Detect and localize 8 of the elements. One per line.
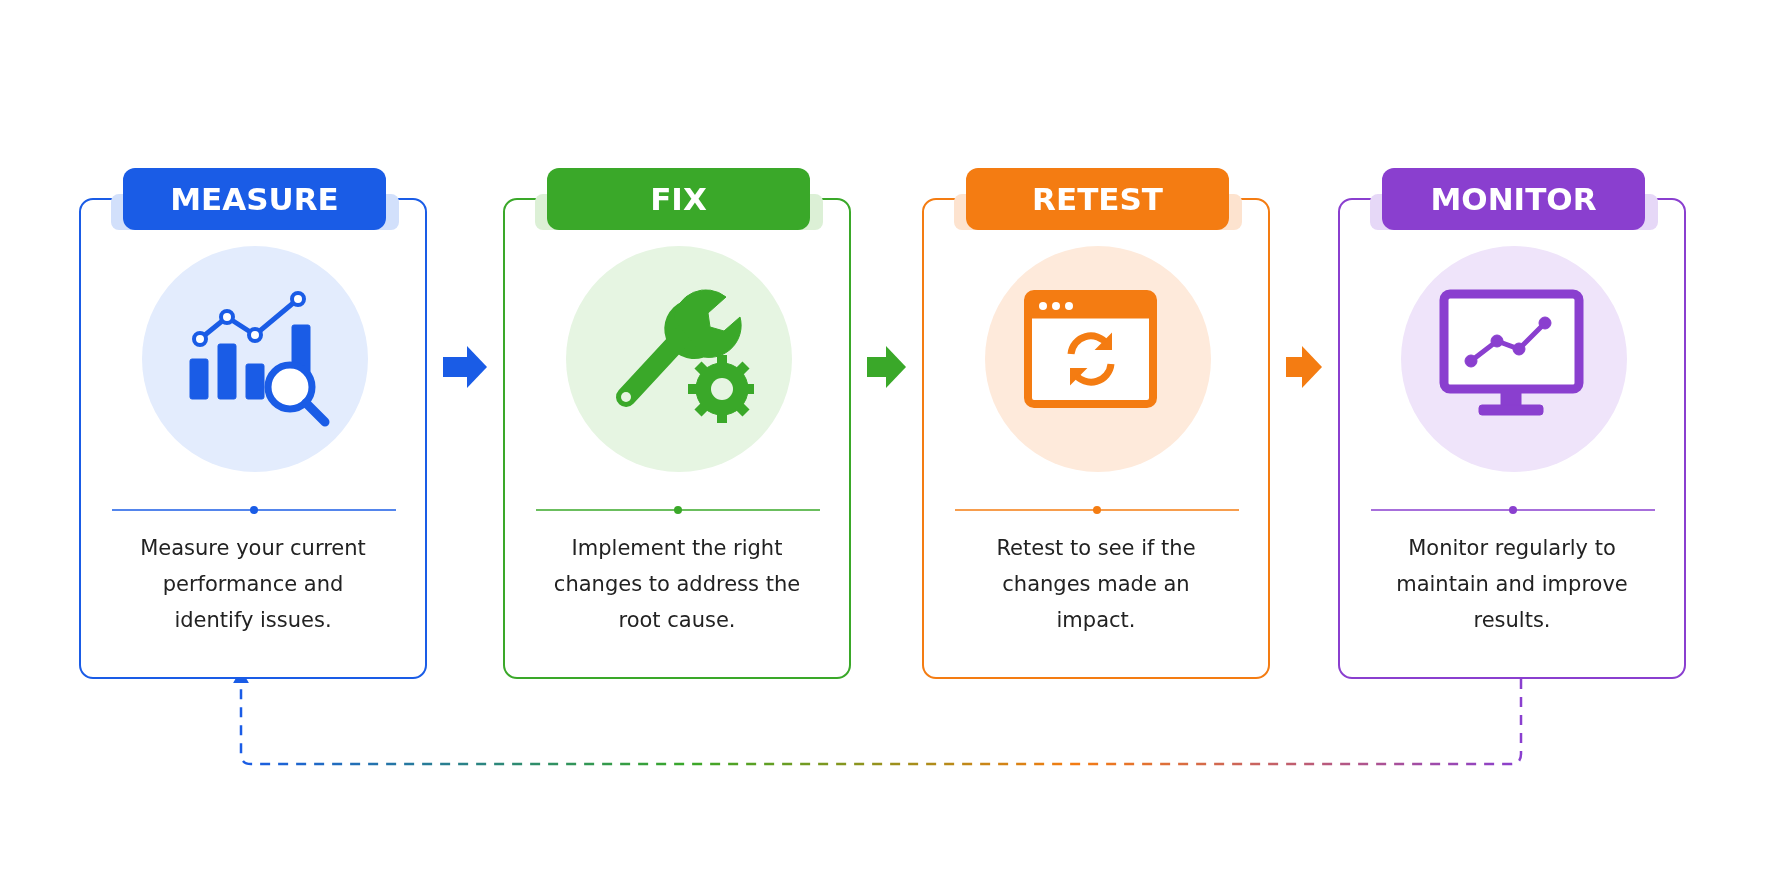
step-title-badge: MONITOR [1382, 168, 1645, 230]
step-description: Retest to see if the changes made an impact. [995, 535, 1197, 634]
step-title-badge: FIX [547, 168, 810, 230]
step-title-badge: RETEST [966, 168, 1229, 230]
step-description: Measure your current performance and identify issues. [139, 535, 367, 634]
step-description: Monitor regularly to maintain and improve results. [1395, 535, 1629, 634]
step-description: Implement the right changes to address the root cause. [552, 535, 802, 634]
step-title-badge: MEASURE [123, 168, 386, 230]
